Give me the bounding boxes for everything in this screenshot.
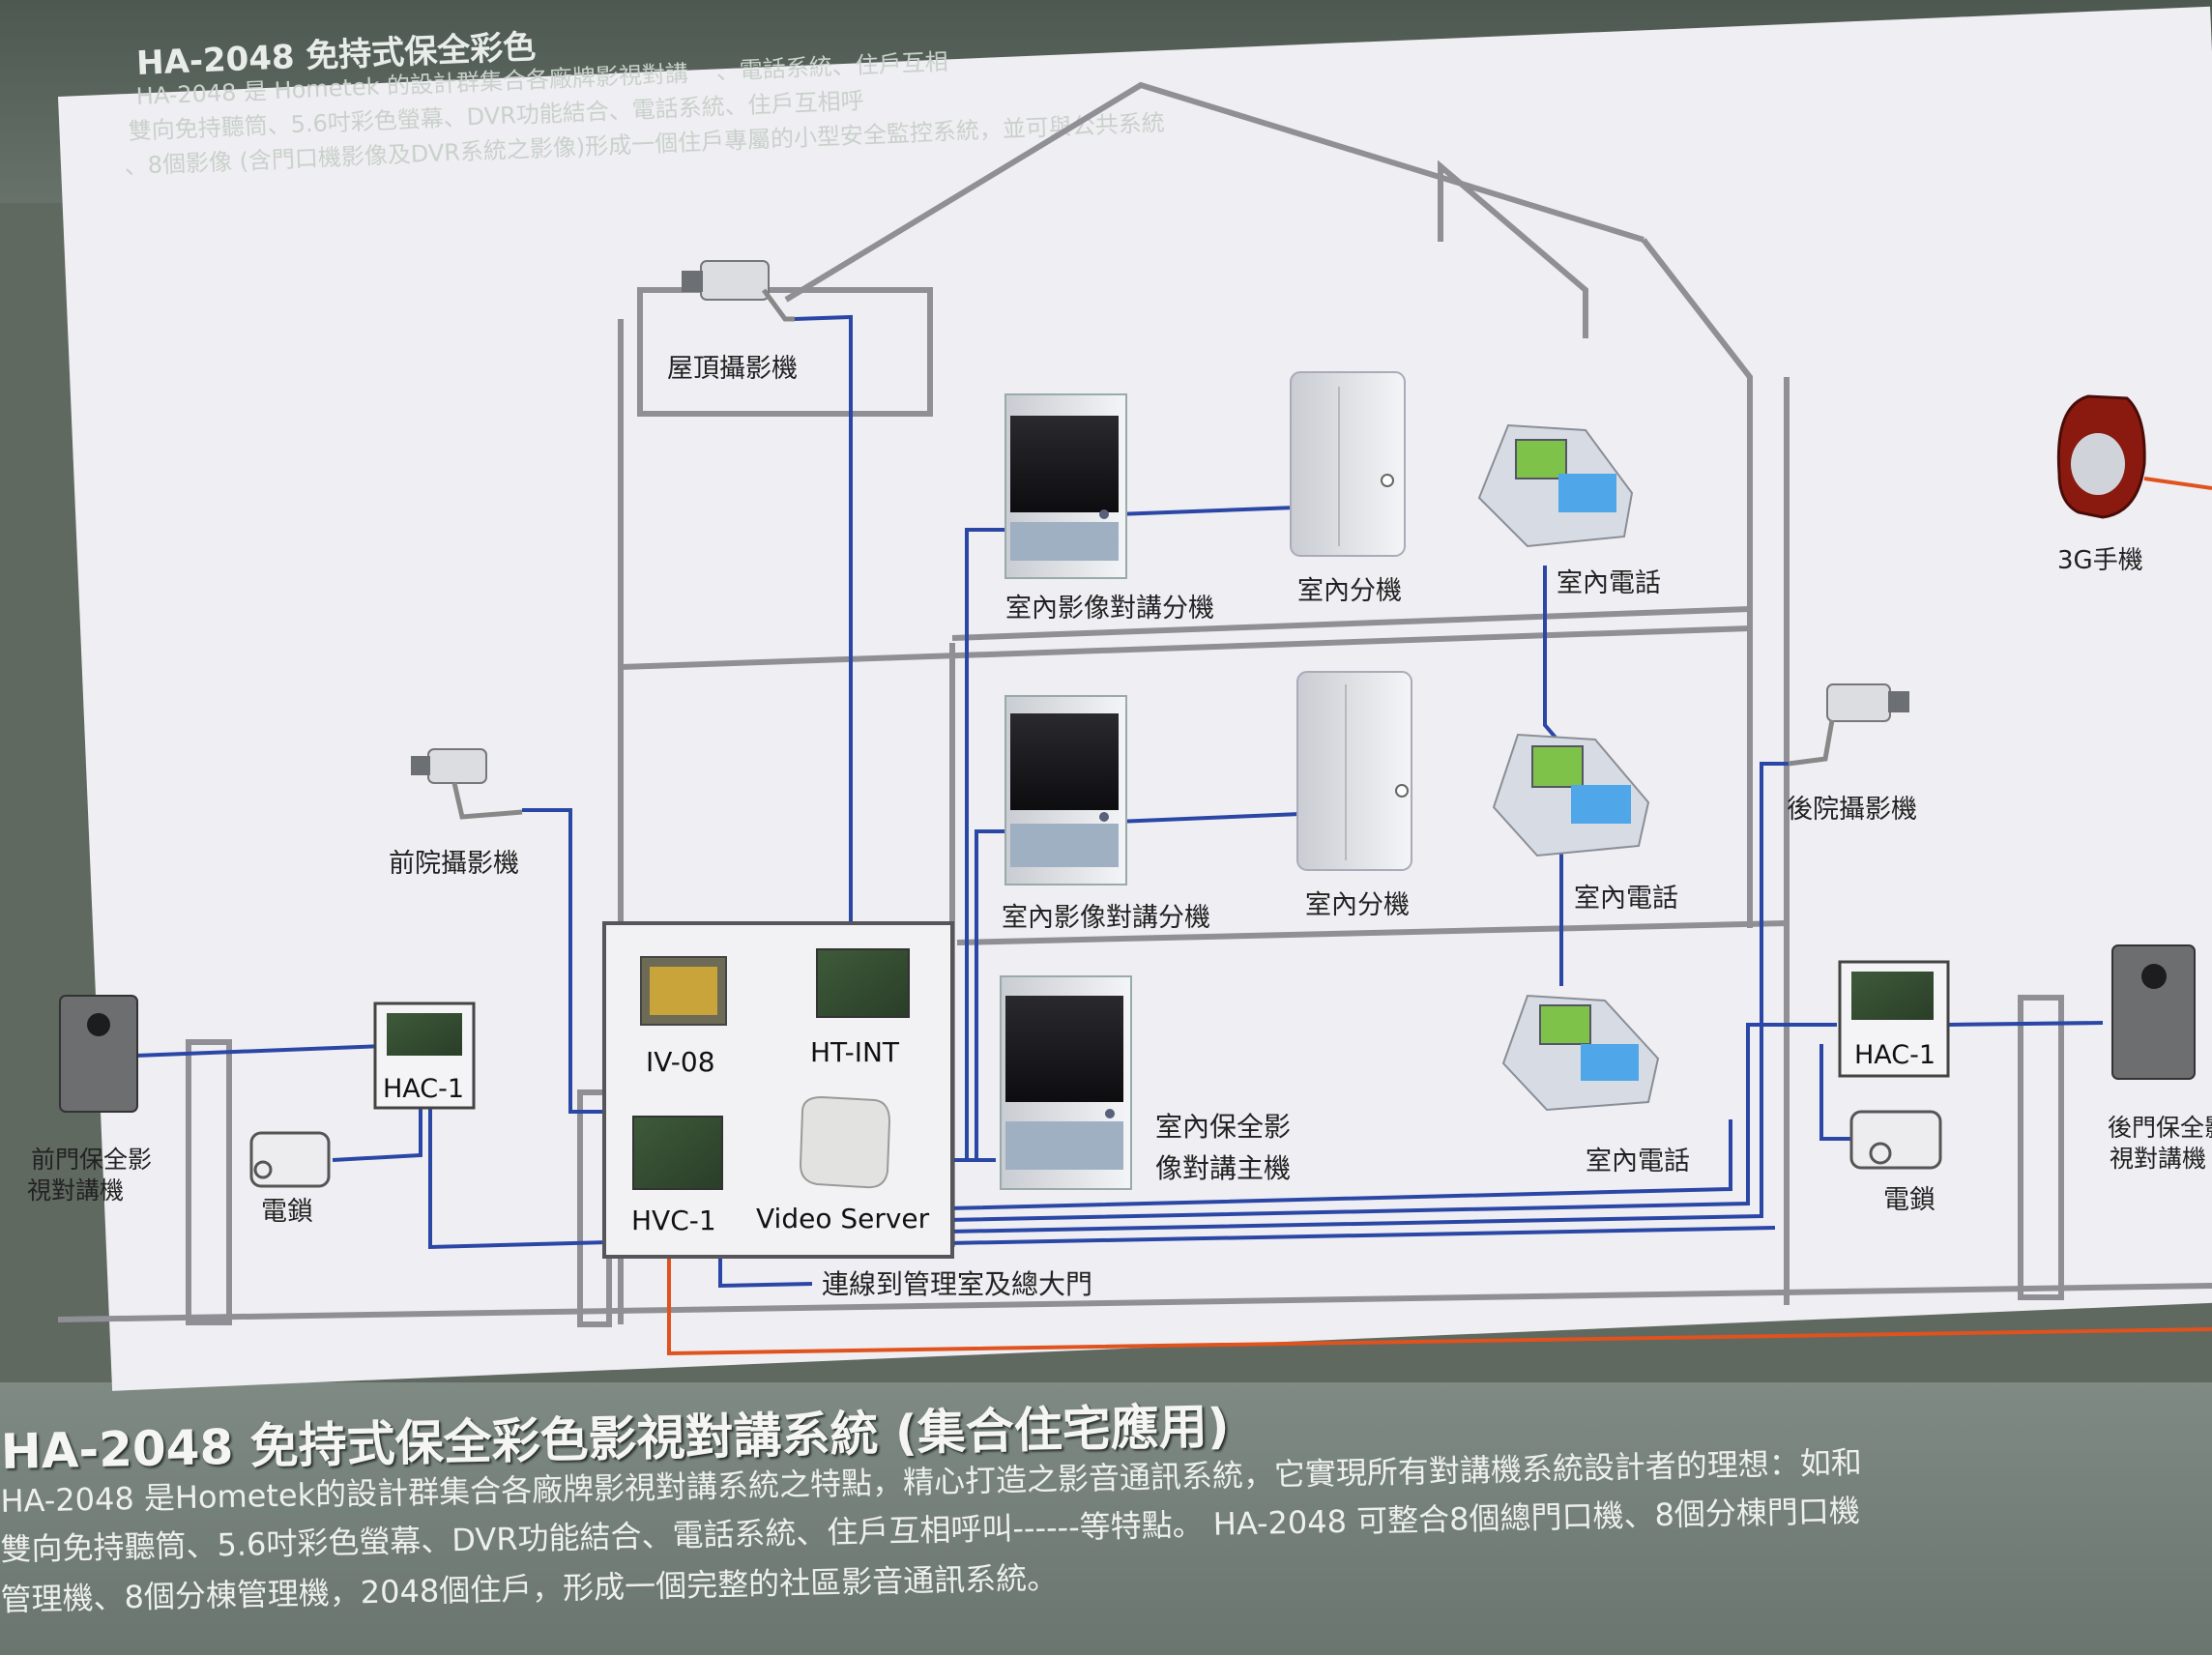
label-indoor-phone-2: 室內電話 [1574,884,1678,914]
indoor-phone-1 [1477,423,1634,548]
label-hvc1: HVC-1 [631,1205,716,1236]
wire-front-camera [522,808,619,1114]
wire-run-2 [946,1023,1837,1222]
electric-lock-left-icon [249,1131,331,1188]
indoor-phone-2 [1492,733,1650,857]
label-3g-phone: 3G手機 [2057,546,2143,575]
iv08-board [640,956,727,1026]
floor-1 [620,625,1751,670]
wire-lock-right [1819,1044,1851,1141]
wire-3g-orange [667,1252,2212,1356]
back-door-intercom [2111,944,2196,1080]
label-front-camera: 前院攝影機 [389,849,519,879]
wire-roof-camera [794,314,853,928]
label-indoor-video-2: 室內影像對講分機 [1002,903,1210,933]
right-gate [2018,995,2064,1300]
wire-floor2 [975,829,1010,1160]
indoor-extension-2 [1296,671,1412,871]
indoor-extension-1 [1290,371,1406,557]
hac1-right-board [1851,972,1934,1020]
label-lock-left: 電鎖 [261,1197,313,1227]
wire-lock-left [332,1102,422,1162]
label-hac1-right: HAC-1 [1854,1040,1936,1070]
house-gable [1641,238,1753,928]
back-camera-icon [1788,683,1909,767]
roof-camera-icon [682,260,795,322]
label-front-door-2: 視對講機 [27,1176,124,1205]
label-iv08: IV-08 [646,1046,715,1078]
wire-hac-left [428,1092,610,1250]
house-roof [784,81,1644,303]
label-master-1: 室內保全影 [1155,1111,1291,1143]
label-indoor-video-1: 室內影像對講分機 [1005,594,1214,624]
floor-divider-2 [951,606,1751,641]
label-master-2: 像對講主機 [1155,1152,1291,1184]
label-video-server: Video Server [756,1203,930,1234]
label-back-camera: 後院攝影機 [1787,795,1917,825]
label-roof-camera: 屋頂攝影機 [667,354,798,384]
label-indoor-ext-2: 室內分機 [1305,890,1410,920]
label-indoor-phone-3: 室內電話 [1586,1147,1690,1176]
footer-band [0,1382,2212,1655]
wire-back-door [1947,1021,2104,1027]
video-server-device [799,1095,891,1189]
indoor-phone-3 [1501,994,1660,1112]
label-lock-right: 電鎖 [1883,1185,1936,1215]
label-htint: HT-INT [810,1036,900,1068]
wire-run-4 [946,1226,1776,1245]
hac1-left-board [387,1013,462,1056]
wire-run-1 [946,1119,1732,1210]
front-camera-icon [411,748,523,820]
indoor-video-unit-2 [1004,695,1127,886]
indoor-master-unit [1000,975,1132,1190]
wire-3g-top [2143,477,2212,490]
wire-mgmt [718,1252,813,1289]
roof-camera-frame [637,287,933,417]
label-back-door-2: 視對講機 [2110,1145,2206,1173]
label-indoor-ext-1: 室內分機 [1297,576,1402,606]
wire-run-3 [946,762,1789,1234]
left-gate [186,1039,232,1325]
label-front-door-1: 前門保全影 [31,1146,152,1174]
wire-phones-spine [1543,566,1563,986]
floor-2 [956,920,1788,945]
3g-phone-icon [2056,394,2146,519]
indoor-video-unit-1 [1004,393,1127,579]
electric-lock-right-icon [1849,1110,1942,1170]
label-back-door-1: 後門保全影 [2108,1114,2212,1142]
label-indoor-phone-1: 室內電話 [1557,568,1661,598]
hvc1-board [632,1116,723,1190]
front-door-intercom [59,995,138,1113]
house-chimney [1438,160,1588,338]
htint-board [816,948,910,1018]
label-connect-mgmt: 連線到管理室及總大門 [822,1268,1092,1300]
wires-blue [134,314,2104,1289]
ground-line [57,1283,2212,1322]
label-hac1-left: HAC-1 [383,1074,464,1104]
wire-floor1 [965,528,1010,1160]
wire-floor1-ext [1116,506,1296,516]
wire-front-door [134,1044,386,1058]
wire-floor2-ext [1116,812,1301,824]
